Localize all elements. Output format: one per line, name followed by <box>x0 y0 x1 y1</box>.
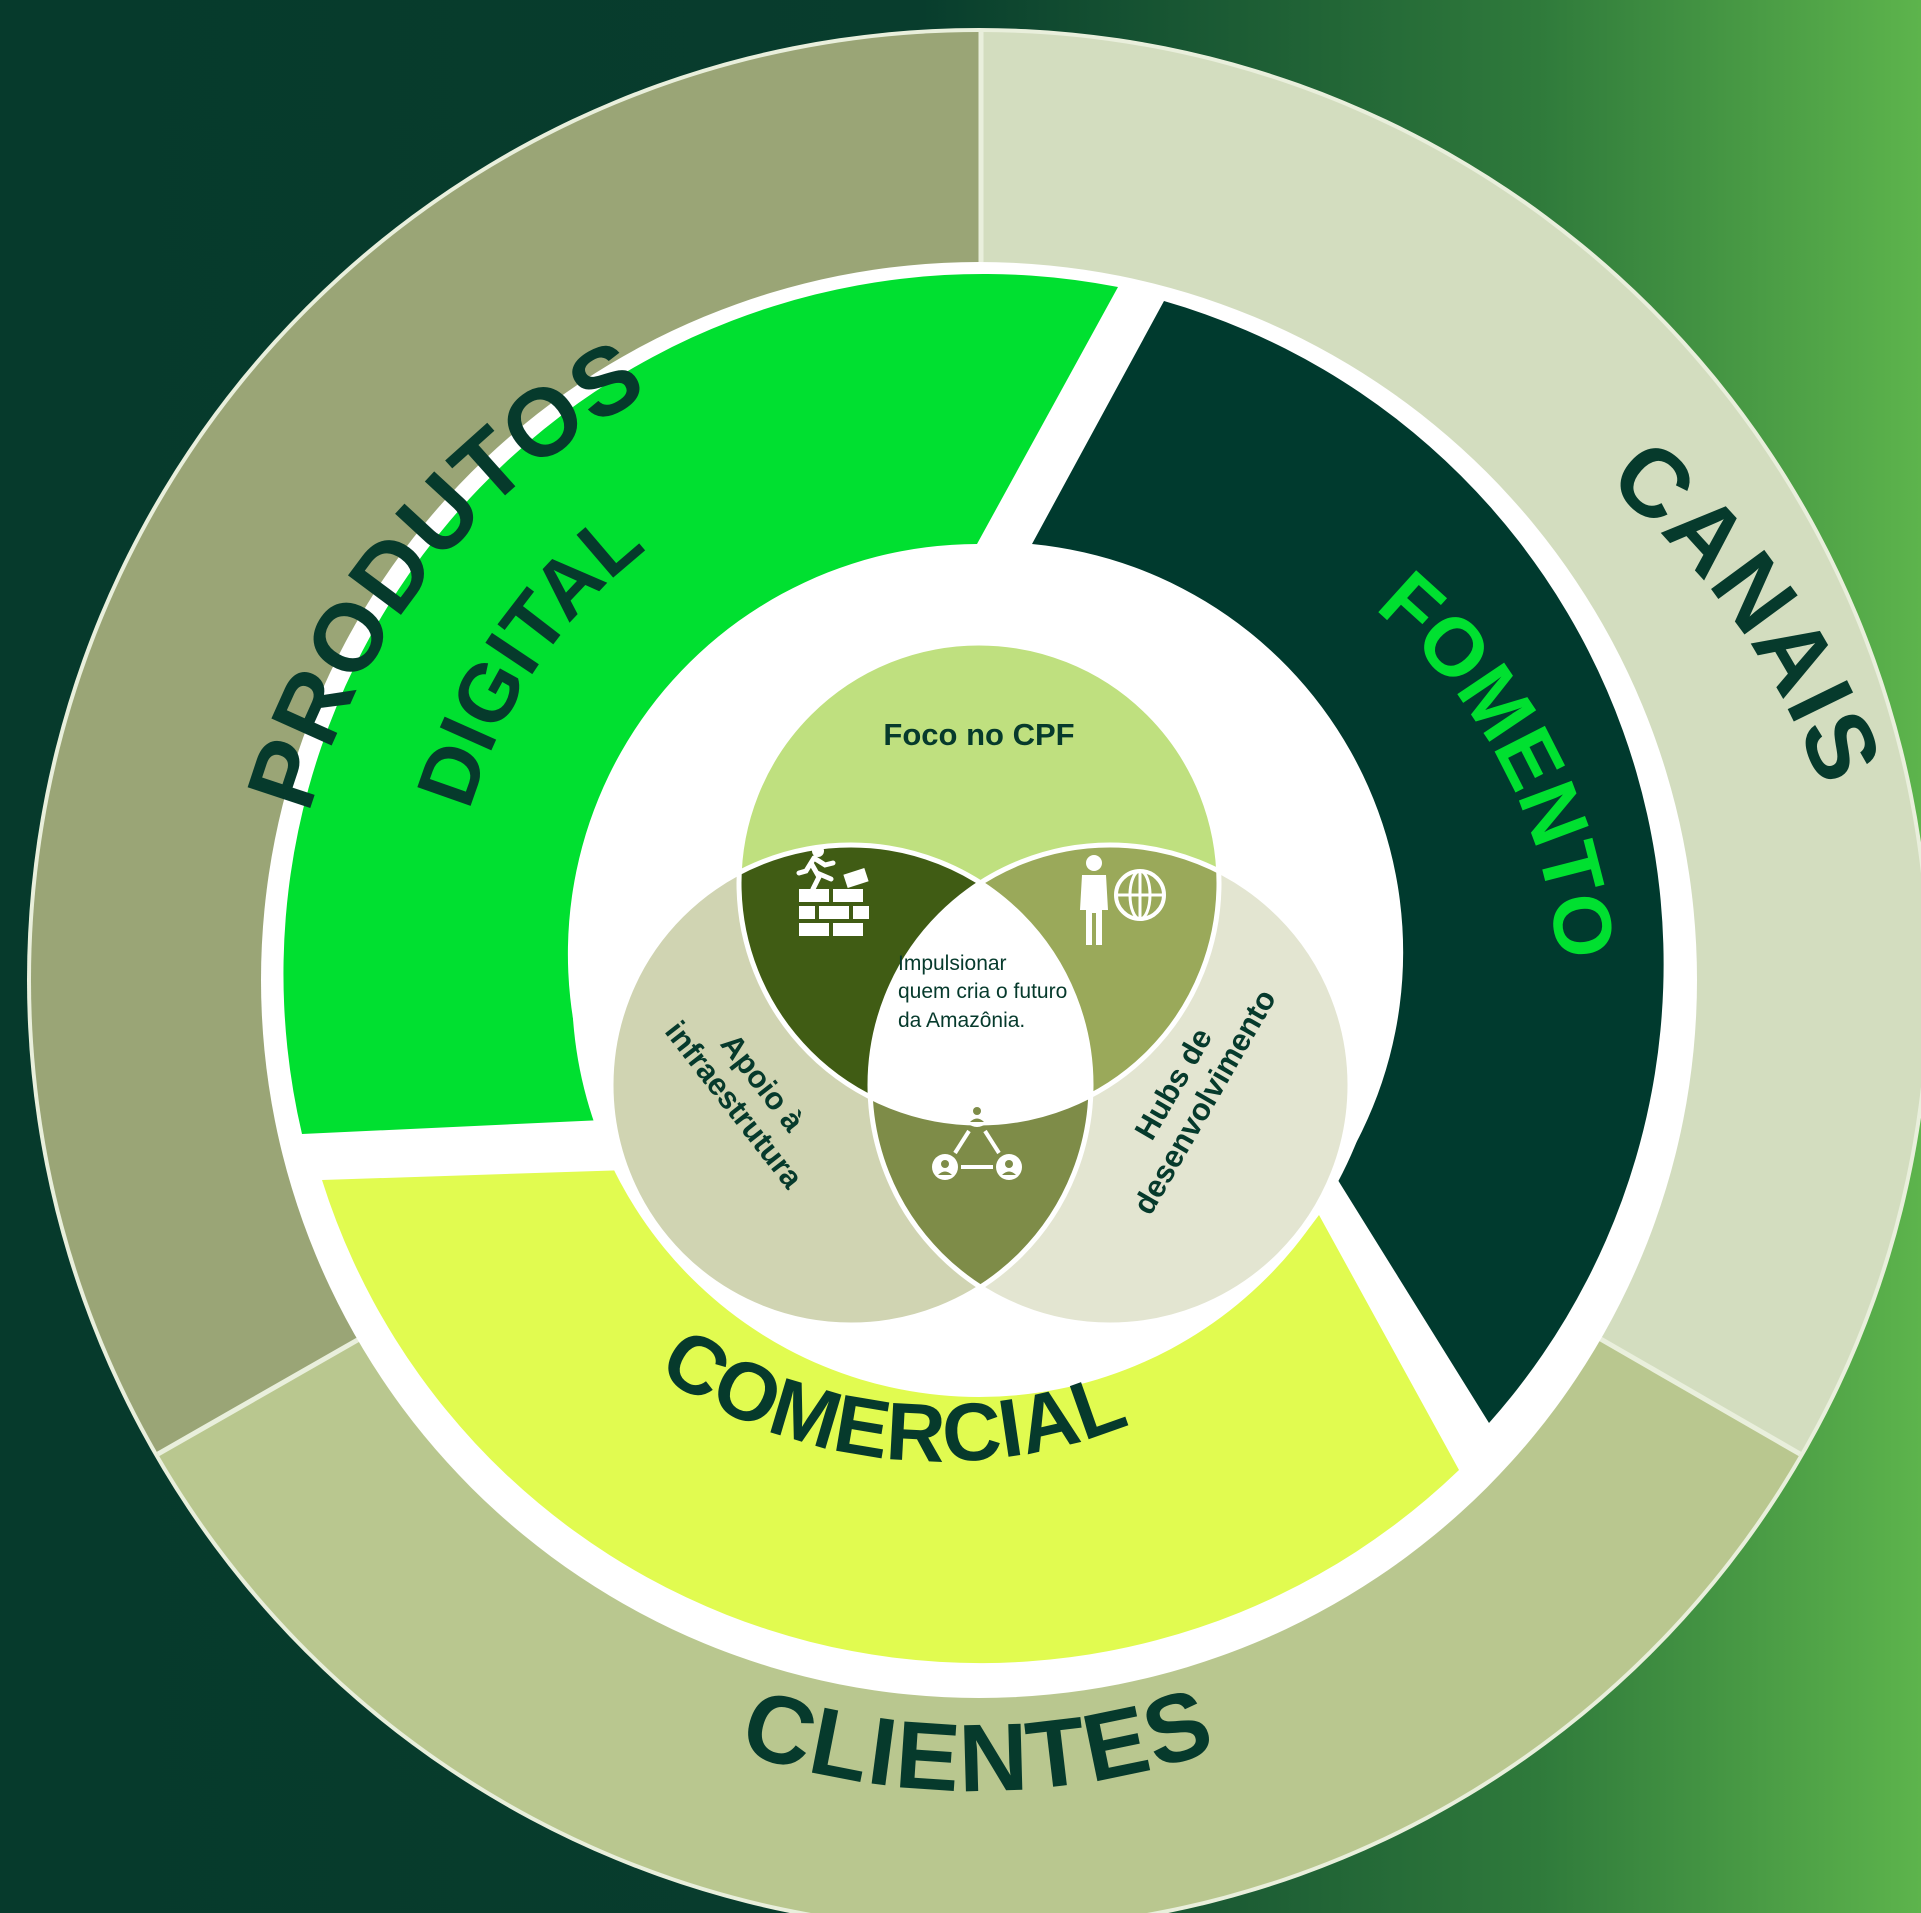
middle-segment-comercial <box>322 1170 1459 1664</box>
venn-label-top: Foco no CPF <box>883 717 1074 752</box>
outer-divider-right <box>1583 1327 1802 1457</box>
middle-segment-digital <box>283 273 1118 1134</box>
venn-overlap-center <box>870 845 1091 1123</box>
network-people-icon <box>932 1101 1022 1180</box>
center-line2: quem cria o futuro <box>898 980 1067 1003</box>
climbing-wall-icon <box>796 845 869 936</box>
venn-diagram <box>608 640 1353 1328</box>
center-line3: da Amazônia. <box>898 1009 1025 1032</box>
venn-center-statement: Impulsionar quem cria o futuro da Amazôn… <box>898 952 1067 1032</box>
outer-divider-left <box>156 1327 377 1457</box>
venn-outline-right <box>867 842 1353 1328</box>
center-line1: Impulsionar <box>898 952 1007 975</box>
person-globe-icon <box>1080 855 1166 945</box>
venn-outline-left <box>608 842 1094 1328</box>
middle-segment-fomento <box>1032 301 1664 1423</box>
